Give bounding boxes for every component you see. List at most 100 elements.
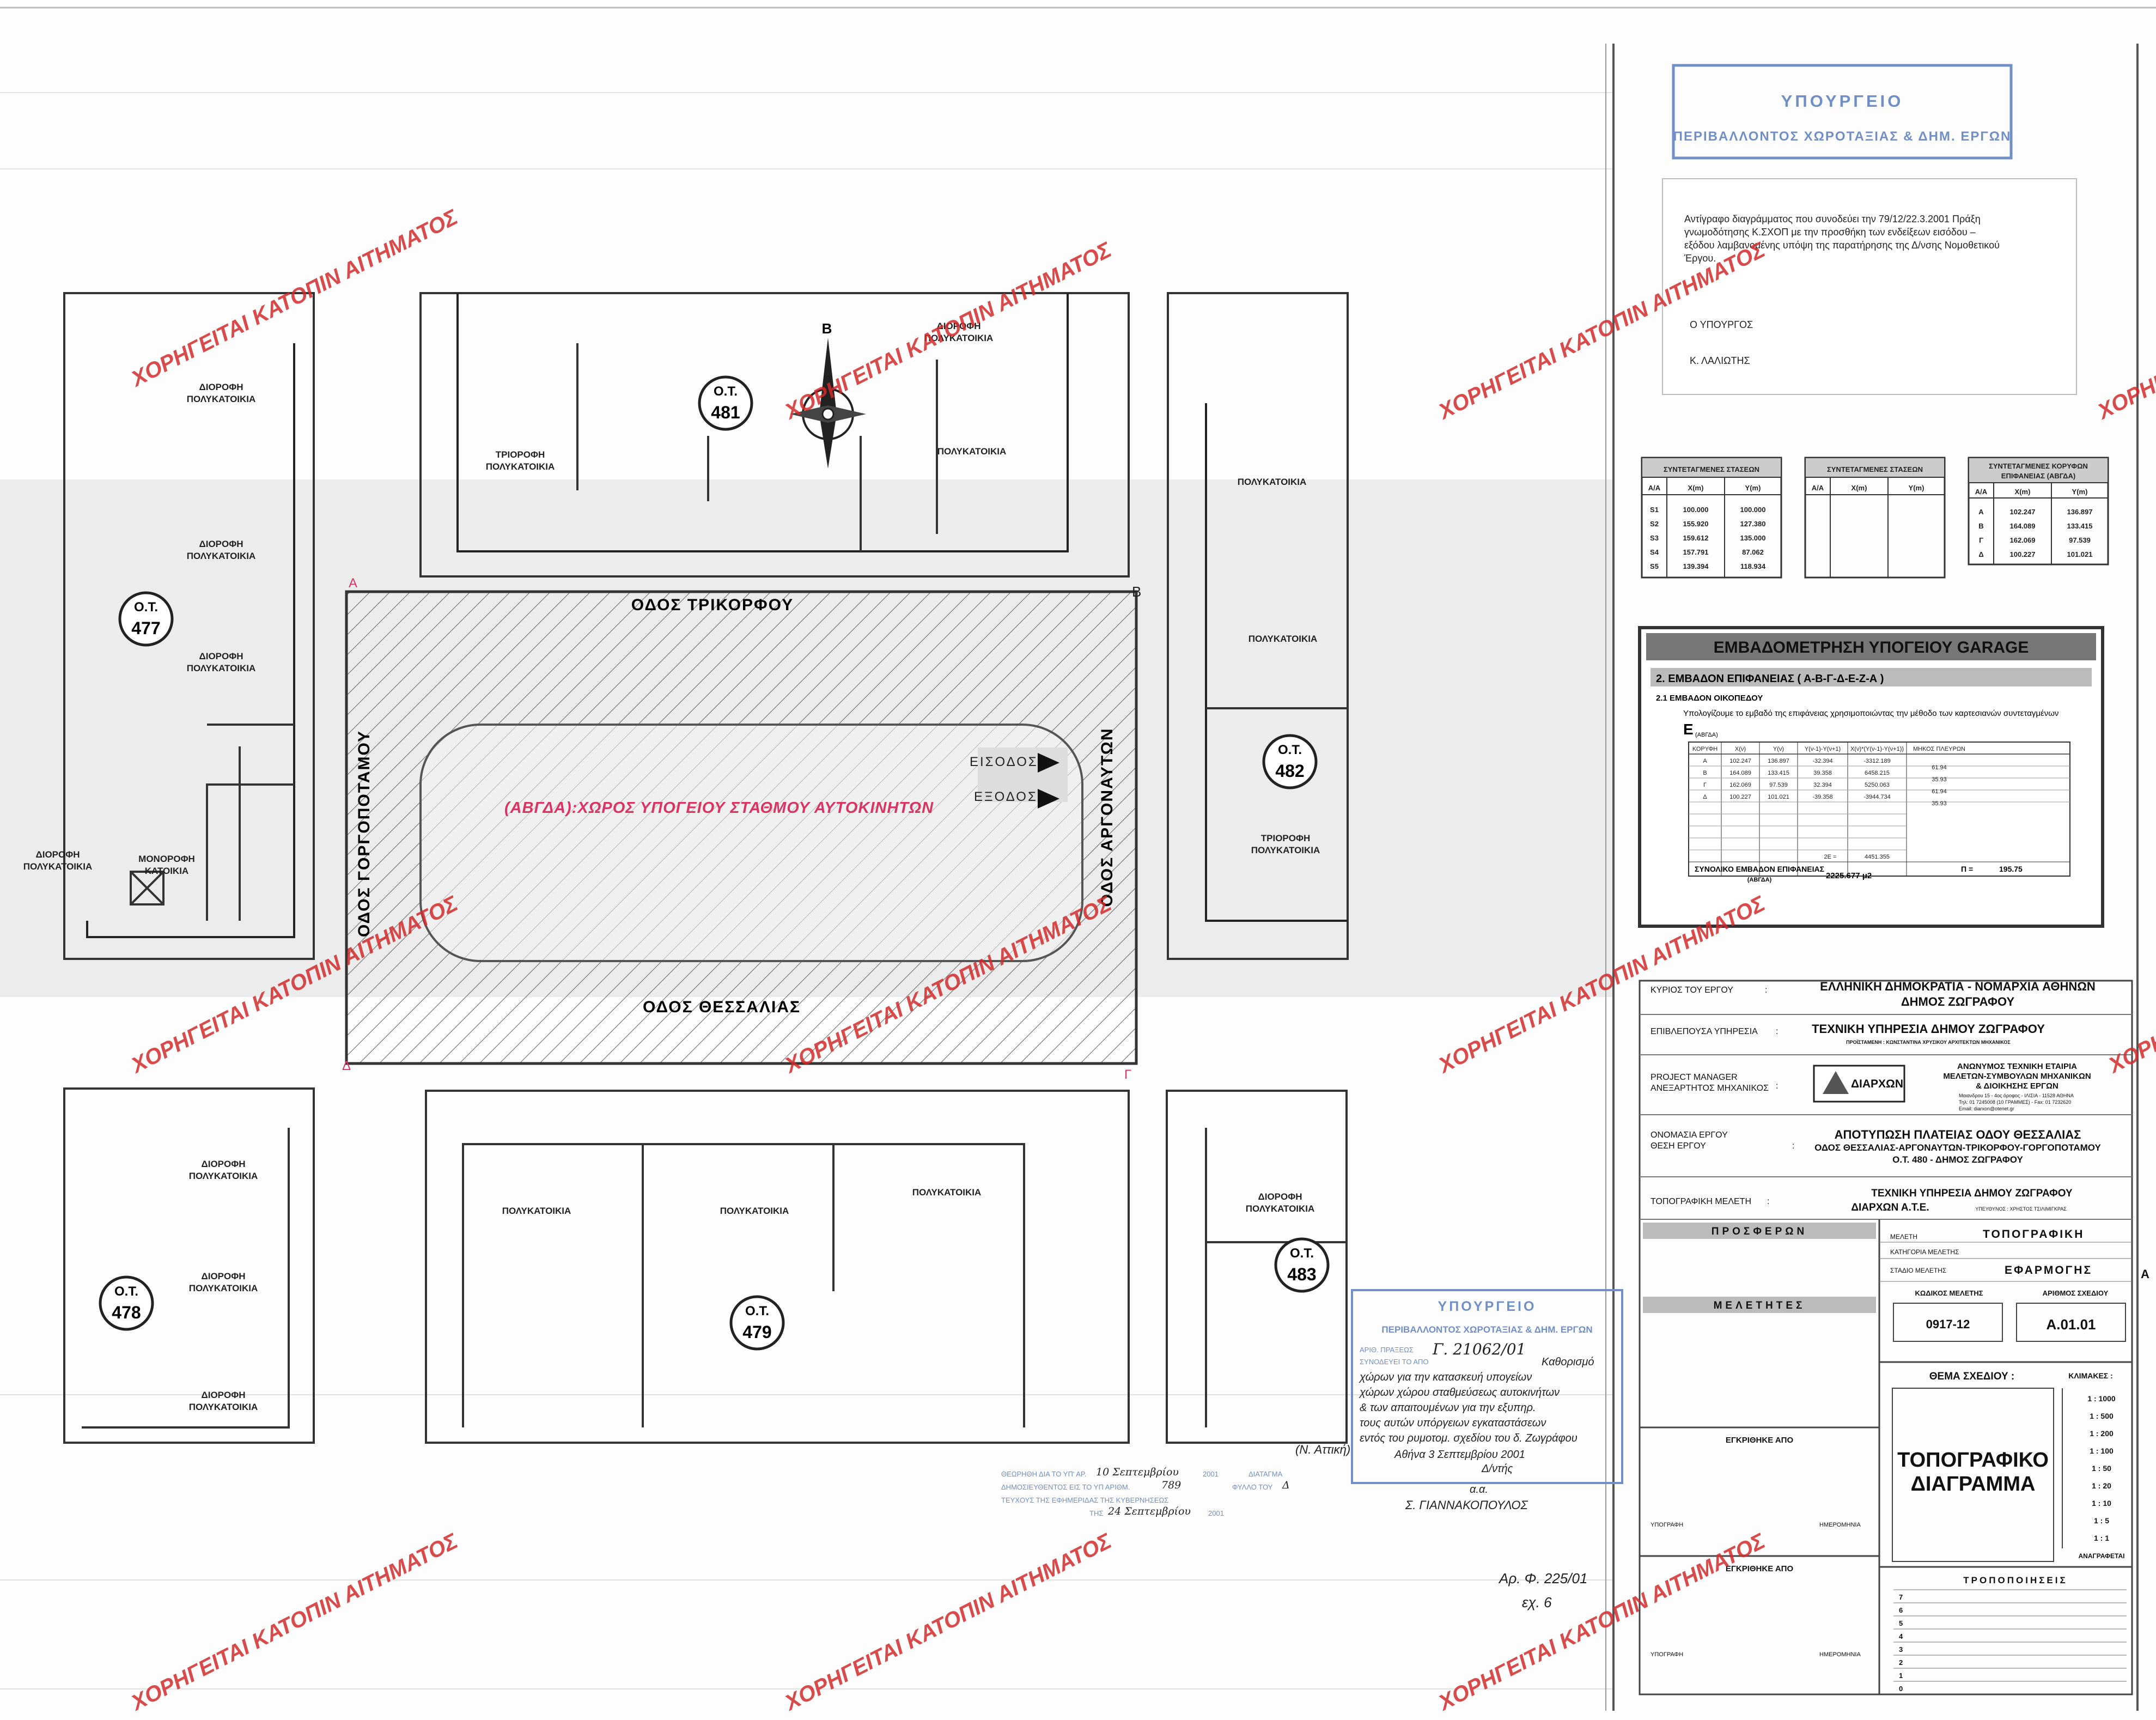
- block-477-outline: [63, 292, 315, 960]
- svg-text:-3944.734: -3944.734: [1863, 794, 1891, 800]
- svg-text:ΠΟΛΥΚΑΤΟΙΚΙΑ: ΠΟΛΥΚΑΤΟΙΚΙΑ: [1246, 1204, 1315, 1214]
- svg-text:Β: Β: [1978, 522, 1983, 530]
- svg-text:S2: S2: [1650, 520, 1659, 528]
- svg-text:ΣΥΝΤΕΤΑΓΜΕΝΕΣ ΣΤΑΣΕΩΝ: ΣΥΝΤΕΤΑΓΜΕΝΕΣ ΣΤΑΣΕΩΝ: [1827, 465, 1923, 473]
- svg-text:ΠΟΛΥΚΑΤΟΙΚΙΑ: ΠΟΛΥΚΑΤΟΙΚΙΑ: [1238, 477, 1307, 487]
- svg-text:35.93: 35.93: [1932, 776, 1947, 783]
- svg-text:1 : 500: 1 : 500: [2090, 1412, 2114, 1420]
- svg-text:ΥΠΟΓΡΑΦΗ: ΥΠΟΓΡΑΦΗ: [1651, 1522, 1683, 1528]
- scan-lines: [0, 92, 1612, 1689]
- svg-text:ΠΟΛΥΚΑΤΟΙΚΙΑ: ΠΟΛΥΚΑΤΟΙΚΙΑ: [486, 461, 555, 472]
- svg-text:ΠΟΛΥΚΑΤΟΙΚΙΑ: ΠΟΛΥΚΑΤΟΙΚΙΑ: [189, 1402, 258, 1412]
- revision-list: 7 6 5 4 3 2 1 0: [1893, 1589, 2127, 1693]
- svg-text:2225.677 μ2: 2225.677 μ2: [1826, 871, 1872, 880]
- svg-text:ΥΠΕΥΘΥΝΟΣ : ΧΡΗΣΤΟΣ ΤΣΙΛΙΜΙΓΚΡ: ΥΠΕΥΘΥΝΟΣ : ΧΡΗΣΤΟΣ ΤΣΙΛΙΜΙΓΚΡΑΣ: [1975, 1206, 2067, 1212]
- svg-text:ΤΡΟΠΟΠΟΙΗΣΕΙΣ: ΤΡΟΠΟΠΟΙΗΣΕΙΣ: [1963, 1575, 2067, 1585]
- svg-text:1 : 1000: 1 : 1000: [2087, 1394, 2116, 1403]
- svg-text:Y(m): Y(m): [2072, 488, 2088, 496]
- svg-text:4451.355: 4451.355: [1865, 854, 1890, 860]
- svg-text:Γ. 21062/01: Γ. 21062/01: [1432, 1340, 1526, 1358]
- svg-text:X(m): X(m): [1688, 484, 1704, 492]
- svg-text:1: 1: [1899, 1672, 1903, 1680]
- garage-area-panel: ΕΜΒΑΔΟΜΕΤΡΗΣΗ ΥΠΟΓΕΙΟΥ GARAGE 2. ΕΜΒΑΔΟΝ…: [1638, 626, 2104, 928]
- svg-text:Έργου.: Έργου.: [1684, 253, 1716, 264]
- svg-text:ΔΗΜΟΣΙΕΥΘΕΝΤΟΣ ΕΙΣ ΤΟ ΥΠ ΑΡΙΘΜ: ΔΗΜΟΣΙΕΥΘΕΝΤΟΣ ΕΙΣ ΤΟ ΥΠ ΑΡΙΘΜ.: [1001, 1483, 1130, 1491]
- svg-text:S1: S1: [1650, 506, 1659, 514]
- svg-text:ΑΡΙΘΜΟΣ ΣΧΕΔΙΟΥ: ΑΡΙΘΜΟΣ ΣΧΕΔΙΟΥ: [2043, 1289, 2109, 1297]
- svg-text:1 : 100: 1 : 100: [2090, 1446, 2114, 1455]
- svg-text:1 : 10: 1 : 10: [2092, 1499, 2111, 1508]
- svg-text:ΠΟΛΥΚΑΤΟΙΚΙΑ: ΠΟΛΥΚΑΤΟΙΚΙΑ: [23, 861, 93, 872]
- svg-text:97.539: 97.539: [2069, 536, 2091, 544]
- svg-text::: :: [1767, 1197, 1769, 1206]
- svg-text:ΠΟΛΥΚΑΤΟΙΚΙΑ: ΠΟΛΥΚΑΤΟΙΚΙΑ: [1248, 634, 1318, 644]
- corner-b: Β: [1132, 584, 1141, 600]
- svg-text:Β: Β: [822, 320, 832, 337]
- svg-text:164.089: 164.089: [2010, 522, 2036, 530]
- svg-text:479: 479: [742, 1322, 771, 1342]
- svg-text:Y(m): Y(m): [1909, 484, 1924, 492]
- street-east: ΟΔΟΣ ΑΡΓΟΝΑΥΤΩΝ: [1098, 727, 1116, 907]
- svg-text:1 : 50: 1 : 50: [2092, 1464, 2111, 1473]
- svg-text:S4: S4: [1650, 548, 1659, 556]
- svg-text:Δ: Δ: [1282, 1479, 1290, 1491]
- approval-note: Αντίγραφο διαγράμματος που συνοδεύει την…: [1684, 214, 2000, 366]
- corner-c: Γ: [1124, 1067, 1131, 1082]
- svg-text:ΥΠΟΥΡΓΕΙΟ: ΥΠΟΥΡΓΕΙΟ: [1781, 92, 1904, 111]
- svg-text:2: 2: [1899, 1658, 1903, 1667]
- svg-text:Ο.Τ.: Ο.Τ.: [714, 384, 738, 399]
- svg-text:& ΔΙΟΙΚΗΣΗΣ ΕΡΓΩΝ: & ΔΙΟΙΚΗΣΗΣ ΕΡΓΩΝ: [1976, 1081, 2058, 1091]
- svg-text:4: 4: [1899, 1632, 1903, 1640]
- svg-text:(ΑΒΓΔΑ): (ΑΒΓΔΑ): [1695, 732, 1718, 738]
- svg-text:61.94: 61.94: [1932, 788, 1947, 795]
- svg-text:ΥΠΟΥΡΓΕΙΟ: ΥΠΟΥΡΓΕΙΟ: [1438, 1299, 1537, 1314]
- svg-text:ΔΗΜΟΣ ΖΩΓΡΑΦΟΥ: ΔΗΜΟΣ ΖΩΓΡΑΦΟΥ: [1901, 995, 2015, 1008]
- svg-text:-39.358: -39.358: [1812, 794, 1832, 800]
- svg-text:Αντίγραφο διαγράμματος που συν: Αντίγραφο διαγράμματος που συνοδεύει την…: [1684, 214, 1981, 224]
- svg-text:-3312.189: -3312.189: [1863, 758, 1891, 764]
- svg-text:ΑΝΑΓΡΑΦΕΤΑΙ: ΑΝΑΓΡΑΦΕΤΑΙ: [2079, 1552, 2125, 1560]
- svg-text:Ο ΥΠΟΥΡΓΟΣ: Ο ΥΠΟΥΡΓΟΣ: [1690, 319, 1753, 330]
- svg-text::: :: [1765, 986, 1767, 995]
- svg-text:Γ: Γ: [1979, 536, 1983, 544]
- svg-text:ΤΟΠΟΓΡΑΦΙΚΗ ΜΕΛΕΤΗ: ΤΟΠΟΓΡΑΦΙΚΗ ΜΕΛΕΤΗ: [1651, 1197, 1751, 1206]
- svg-text:ΠΟΛΥΚΑΤΟΙΚΙΑ: ΠΟΛΥΚΑΤΟΙΚΙΑ: [502, 1206, 571, 1216]
- svg-text:ΚΥΡΙΟΣ ΤΟΥ ΕΡΓΟΥ: ΚΥΡΙΟΣ ΤΟΥ ΕΡΓΟΥ: [1651, 986, 1733, 995]
- svg-text:164.089: 164.089: [1729, 770, 1751, 776]
- svg-text:ΔΙΟΡΟΦΗ: ΔΙΟΡΟΦΗ: [937, 321, 981, 331]
- svg-text:135.000: 135.000: [1740, 534, 1766, 542]
- svg-text:ΕΦΑΡΜΟΓΗΣ: ΕΦΑΡΜΟΓΗΣ: [2005, 1264, 2092, 1277]
- svg-text:Δ: Δ: [1978, 550, 1983, 558]
- block-478-outline: [63, 1087, 315, 1444]
- block-479: Ο.Τ. 479: [729, 1295, 785, 1351]
- svg-text:97.539: 97.539: [1769, 782, 1788, 788]
- svg-text:35.93: 35.93: [1932, 800, 1947, 807]
- svg-text:Ο.Τ.: Ο.Τ.: [1290, 1246, 1314, 1261]
- svg-text:ΣΥΝΤΕΤΑΓΜΕΝΕΣ ΚΟΡΥΦΩΝ: ΣΥΝΤΕΤΑΓΜΕΝΕΣ ΚΟΡΥΦΩΝ: [1989, 462, 2088, 470]
- svg-text:X(m): X(m): [2015, 488, 2031, 496]
- svg-text:162.069: 162.069: [1729, 782, 1751, 788]
- fek-publication-stamp: ΘΕΩΡΗΘΗ ΔΙΑ ΤΟ ΥΠ' ΑΡ. 10 Σεπτεμβρίου 20…: [1001, 1466, 1290, 1517]
- svg-text:Α/Α: Α/Α: [1648, 484, 1661, 492]
- svg-text:Ο.Τ.: Ο.Τ.: [134, 600, 158, 615]
- svg-text:α.α.: α.α.: [1470, 1484, 1488, 1496]
- ministry-stamp-top: ΥΠΟΥΡΓΕΙΟ ΠΕΡΙΒΑΛΛΟΝΤΟΣ ΧΩΡΟΤΑΞΙΑΣ & ΔΗΜ…: [1672, 64, 2013, 160]
- svg-text:481: 481: [711, 403, 740, 422]
- svg-text:ΔΙΟΡΟΦΗ: ΔΙΟΡΟΦΗ: [1258, 1192, 1302, 1202]
- svg-text:136.897: 136.897: [1768, 758, 1789, 764]
- svg-text:195.75: 195.75: [1999, 865, 2023, 873]
- svg-text:ΘΕΣΗ ΕΡΓΟΥ: ΘΕΣΗ ΕΡΓΟΥ: [1651, 1141, 1706, 1151]
- svg-text:2Ε =: 2Ε =: [1824, 854, 1837, 860]
- svg-text:ΣΥΝΟΛΙΚΟ ΕΜΒΑΔΟΝ ΕΠΙΦΑΝΕΙΑΣ: ΣΥΝΟΛΙΚΟ ΕΜΒΑΔΟΝ ΕΠΙΦΑΝΕΙΑΣ: [1695, 865, 1824, 873]
- block-478: Ο.Τ. 478: [99, 1275, 154, 1331]
- svg-text:ΑΡΙΘ. ΠΡΑΞΕΩΣ: ΑΡΙΘ. ΠΡΑΞΕΩΣ: [1360, 1346, 1414, 1354]
- svg-text:ΠΡΟΣΦΕΡΩΝ: ΠΡΟΣΦΕΡΩΝ: [1712, 1226, 1807, 1237]
- svg-text:157.791: 157.791: [1683, 548, 1709, 556]
- svg-text:136.897: 136.897: [2067, 508, 2093, 516]
- svg-text:139.394: 139.394: [1683, 562, 1709, 570]
- svg-text:ΑΠΟΤΥΠΩΣΗ ΠΛΑΤΕΙΑΣ ΟΔΟΥ ΘΕΣΣΑΛ: ΑΠΟΤΥΠΩΣΗ ΠΛΑΤΕΙΑΣ ΟΔΟΥ ΘΕΣΣΑΛΙΑΣ: [1835, 1128, 2081, 1141]
- svg-text:ΕΛΛΗΝΙΚΗ ΔΗΜΟΚΡΑΤΙΑ - ΝΟΜΑΡΧΙΑ: ΕΛΛΗΝΙΚΗ ΔΗΜΟΚΡΑΤΙΑ - ΝΟΜΑΡΧΙΑ ΑΘΗΝΩΝ: [1820, 980, 2096, 993]
- corner-a: Α: [349, 576, 357, 591]
- entrance-arrow-icon: [1038, 753, 1059, 773]
- svg-text:Ο.Τ.: Ο.Τ.: [114, 1284, 138, 1299]
